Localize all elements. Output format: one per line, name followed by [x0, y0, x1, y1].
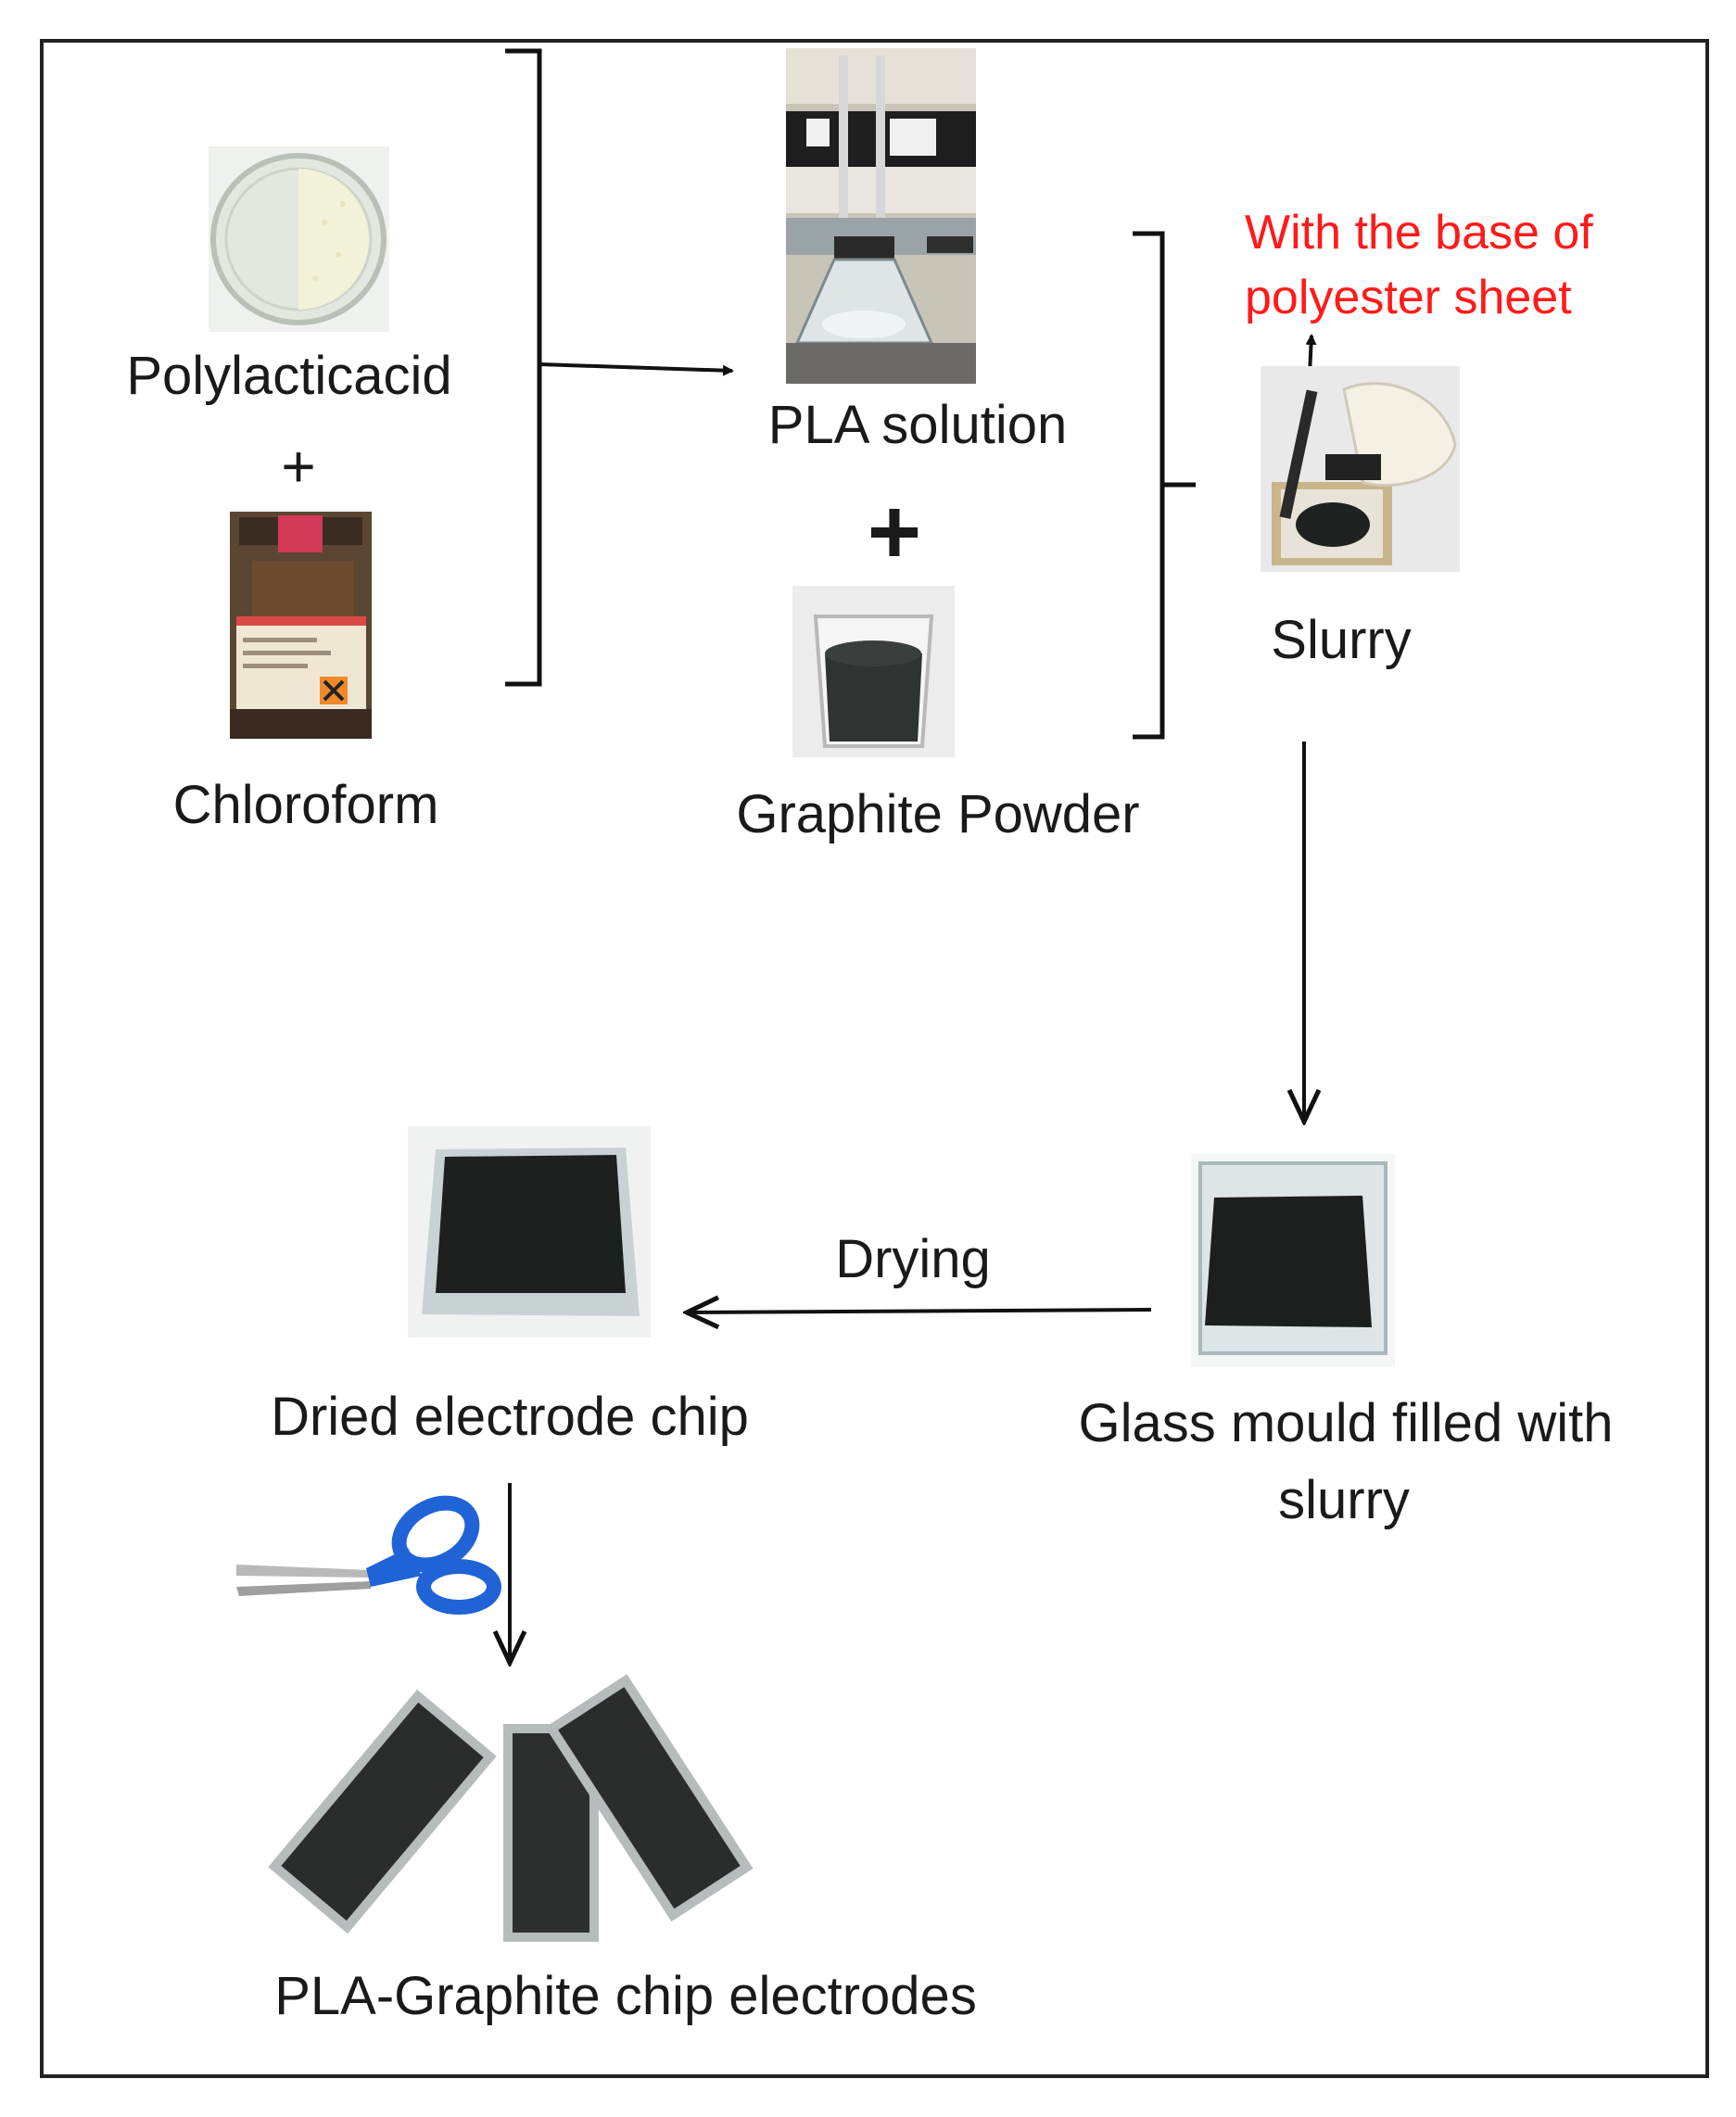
graphite-beaker-photo — [792, 586, 955, 757]
electrode-strips-photo — [268, 1674, 754, 1942]
pla-solution-setup-photo — [786, 48, 976, 384]
glass-mould-label-line1: Glass mould filled with — [1079, 1393, 1614, 1453]
chloroform-label: Chloroform — [173, 775, 439, 835]
glass-mould-photo — [1191, 1154, 1395, 1367]
drying-label: Drying — [835, 1229, 991, 1289]
scissors-icon — [236, 1495, 501, 1615]
graphite-powder-label: Graphite Powder — [736, 784, 1139, 844]
petri-dish-photo — [209, 146, 389, 332]
glass-mould-label-line2: slurry — [1278, 1470, 1410, 1530]
slurry-spreading-photo — [1261, 366, 1460, 572]
chloroform-bottle-photo — [230, 512, 372, 739]
drying-arrow — [689, 1310, 1152, 1312]
dried-chip-photo — [408, 1126, 651, 1337]
plus-sign-small: + — [281, 433, 315, 500]
arrow-to-pla-solution — [539, 362, 734, 376]
dried-chip-label: Dried electrode chip — [271, 1387, 749, 1447]
left-bracket — [505, 48, 542, 687]
final-product-label: PLA-Graphite chip electrodes — [274, 1966, 977, 2026]
slurry-label: Slurry — [1271, 610, 1411, 670]
note-line-2: polyester sheet — [1245, 271, 1572, 324]
polylactic-acid-label: Polylacticacid — [126, 346, 451, 406]
pla-solution-label: PLA solution — [768, 395, 1067, 455]
note-line-1: With the base of — [1245, 206, 1593, 260]
middle-bracket — [1133, 231, 1196, 740]
plus-sign-large: + — [868, 480, 921, 584]
